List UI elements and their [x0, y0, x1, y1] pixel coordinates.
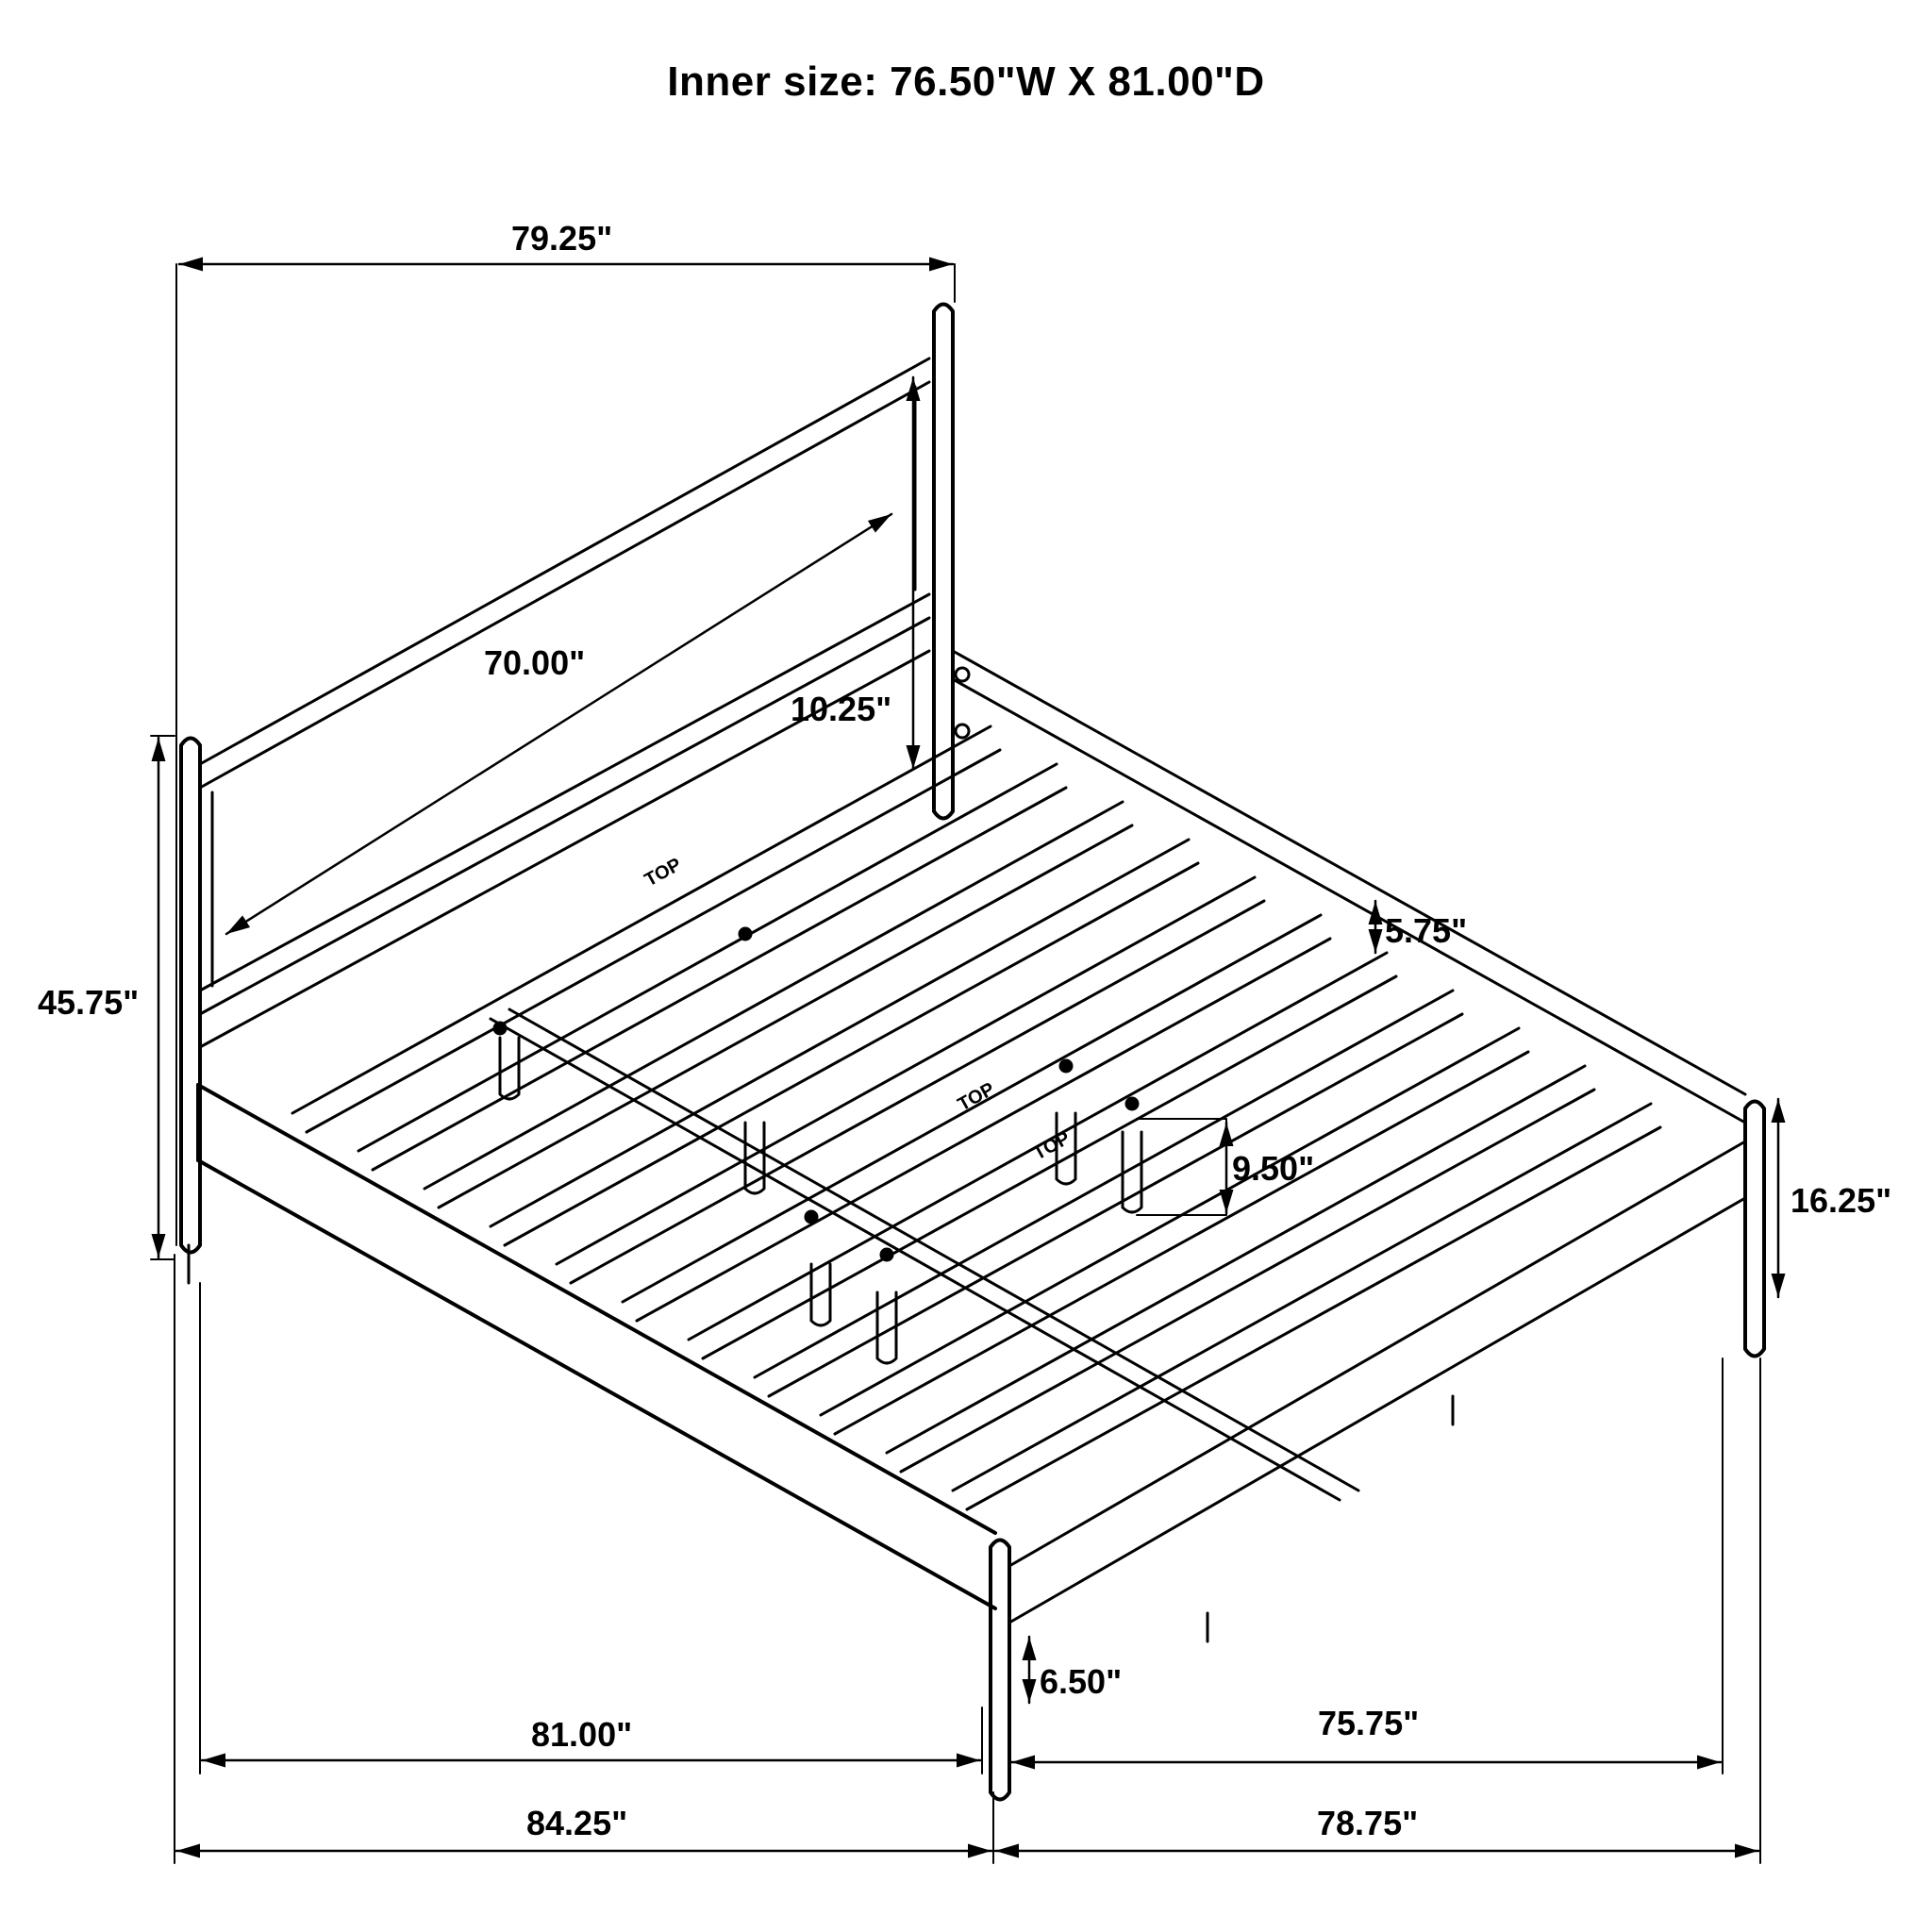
label-side-rail-height: 5.75" [1385, 911, 1468, 950]
label-headboard-width: 79.25" [511, 219, 613, 258]
top-marker: TOP [955, 1078, 998, 1115]
side-rail-left [196, 1083, 997, 1610]
label-headboard-panel-length: 70.00" [484, 643, 586, 682]
label-ground-clearance: 6.50" [1040, 1662, 1123, 1701]
label-headboard-panel-height: 10.25" [791, 690, 892, 728]
footboard [187, 1099, 1766, 1802]
label-footboard-height: 16.25" [1790, 1181, 1892, 1220]
slats [291, 724, 1662, 1511]
top-markers: TOP TOP TOP [641, 854, 1074, 1164]
dimension-lines [150, 257, 1786, 1864]
label-inner-length: 81.00" [531, 1715, 633, 1754]
label-overall-width: 78.75" [1317, 1804, 1419, 1842]
side-rail-right [951, 649, 1747, 1124]
top-marker: TOP [641, 854, 685, 891]
center-support [489, 926, 1455, 1643]
label-overall-height: 45.75" [38, 983, 140, 1022]
inner-size-title: Inner size: 76.50"W X 81.00"D [667, 58, 1265, 105]
label-overall-length: 84.25" [526, 1804, 628, 1842]
label-slat-spacing: 9.50" [1232, 1149, 1315, 1188]
label-inner-width: 75.75" [1318, 1704, 1420, 1742]
